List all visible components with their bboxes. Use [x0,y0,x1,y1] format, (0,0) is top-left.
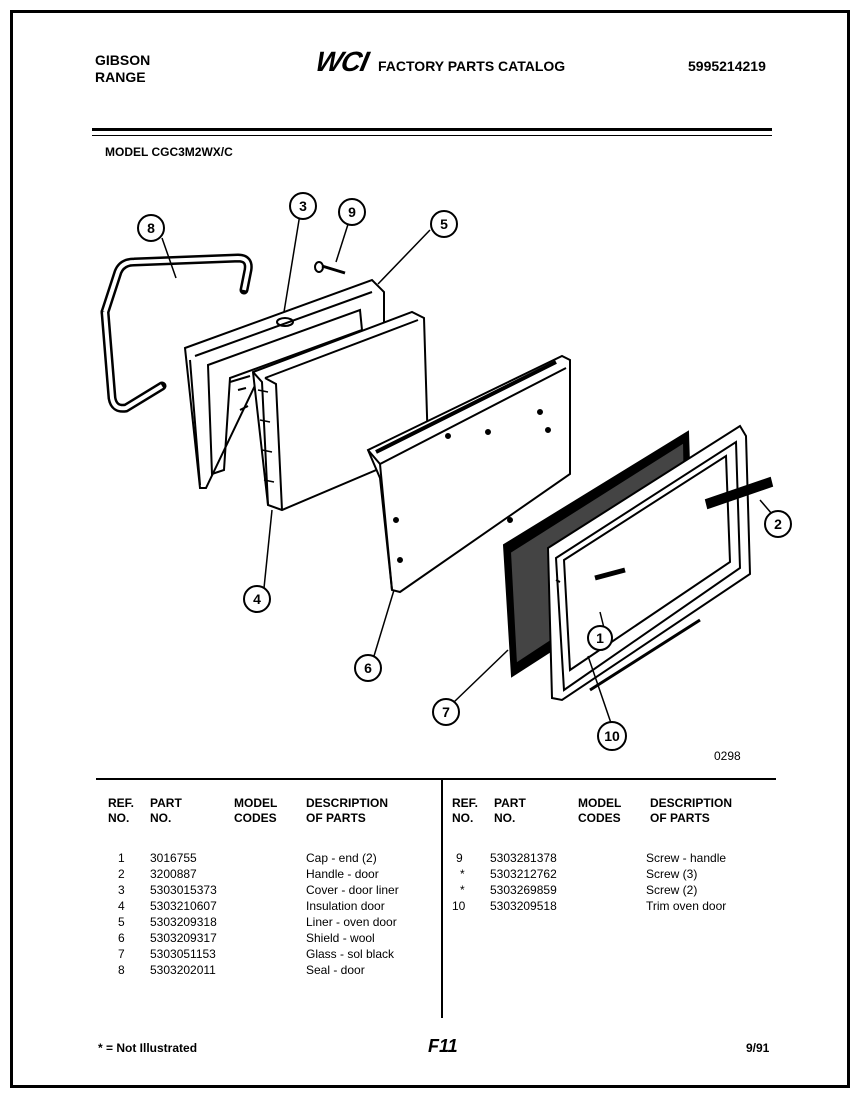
callout-circle-6 [354,654,382,682]
table-row: * [460,867,465,881]
table-row-part: 5303209317 [150,931,217,945]
table-row-part: 5303209318 [150,915,217,929]
page-number: F11 [428,1036,458,1056]
callout-4: 4 [253,591,261,607]
table-row-desc: Screw - handle [646,851,727,865]
callout-7: 7 [442,704,450,720]
callout-5: 5 [440,216,448,232]
table-row-part: 5303202011 [150,963,216,977]
table-row: 5 [118,915,125,929]
brand-name: GIBSON RANGE [95,52,150,86]
table-row-desc: Shield - wool [306,931,375,945]
diagram-code: 0298 [714,749,741,763]
header-part-right: PART NO. [494,796,526,825]
table-row-part: 5303269859 [490,883,557,897]
callout-3: 3 [299,198,307,214]
leader-6 [373,589,395,657]
table-row-desc: Trim oven door [646,899,727,913]
callout-9: 9 [348,204,356,220]
table-row-part: 5303281378 [490,851,557,865]
parts-table: REF. NO. PART NO. MODEL CODES DESCRIPTIO… [96,778,776,1018]
callout-circle-3 [289,192,317,220]
callout-circle-1 [587,625,613,651]
brand-line-1: GIBSON [95,52,151,68]
header-rule-thick [92,128,772,131]
table-row-desc: Liner - oven door [306,915,397,929]
catalog-number: 5995214219 [688,58,766,74]
table-row-part: 3016755 [150,851,197,865]
table-row-part: 5303212762 [490,867,557,881]
model-label: MODEL CGC3M2WX/C [105,145,233,159]
callout-1: 1 [596,630,604,646]
footer-note: * = Not Illustrated [98,1041,198,1055]
table-row-desc: Cover - door liner [306,883,399,897]
table-row: 2 [118,867,125,881]
leader-4 [263,509,273,589]
page-frame [10,10,850,1088]
leader-1 [599,611,605,629]
header-model: MODEL CODES [234,796,278,825]
table-row-desc: Glass - sol black [306,947,395,961]
header-model-right: MODEL CODES [578,796,622,825]
table-row-part: 5303210607 [150,899,217,913]
part-liner-oven-door [366,354,571,594]
catalog-title: FACTORY PARTS CATALOG [378,58,566,74]
callout-6: 6 [364,660,372,676]
header-description-right: DESCRIPTION OF PARTS [650,796,733,825]
table-row: * [460,883,465,897]
callout-circle-9 [338,198,366,226]
leader-10 [587,655,613,727]
table-row-part: 3200887 [150,867,197,881]
leader-2 [759,499,773,515]
header-ref-right: REF. NO. [452,796,479,825]
leader-3 [283,213,301,313]
table-row: 4 [118,899,125,913]
table-row: 6 [118,931,125,945]
table-row-part: 5303015373 [150,883,217,897]
callout-8: 8 [147,220,155,236]
table-row-desc: Screw (2) [646,883,698,897]
part-seal-door [100,253,253,413]
table-row: 10 [452,899,466,913]
table-row-desc: Cap - end (2) [306,851,377,865]
leader-7 [453,649,509,703]
table-row: 7 [118,947,125,961]
callout-circle-8 [137,214,165,242]
callout-2: 2 [774,516,782,532]
table-column-divider [441,780,443,1018]
callout-circle-4 [243,585,271,613]
callout-circle-10 [597,721,627,751]
footer-date: 9/91 [746,1041,770,1055]
leader-5 [377,229,431,285]
leader-8 [161,237,177,279]
table-row-desc: Insulation door [306,899,385,913]
part-handle [704,476,774,510]
callout-10: 10 [604,728,620,744]
table-row-part: 5303051153 [150,947,216,961]
callout-circle-2 [764,510,792,538]
callout-circle-7 [432,698,460,726]
table-row-desc: Handle - door [306,867,379,881]
table-row-desc: Screw (3) [646,867,698,881]
table-row: 1 [118,851,125,865]
header-rule-thin [92,135,772,136]
brand-line-2: RANGE [95,69,146,85]
table-row-desc: Seal - door [306,963,365,977]
header-ref: REF. NO. [108,796,135,825]
leader-9 [335,217,351,263]
header-description: DESCRIPTION OF PARTS [306,796,389,825]
table-row: 9 [456,851,463,865]
table-row-part: 5303209518 [490,899,557,913]
header-part: PART NO. [150,796,182,825]
table-row: 3 [118,883,125,897]
part-screw-handle [314,261,346,275]
table-row: 8 [118,963,125,977]
callout-circle-5 [430,210,458,238]
